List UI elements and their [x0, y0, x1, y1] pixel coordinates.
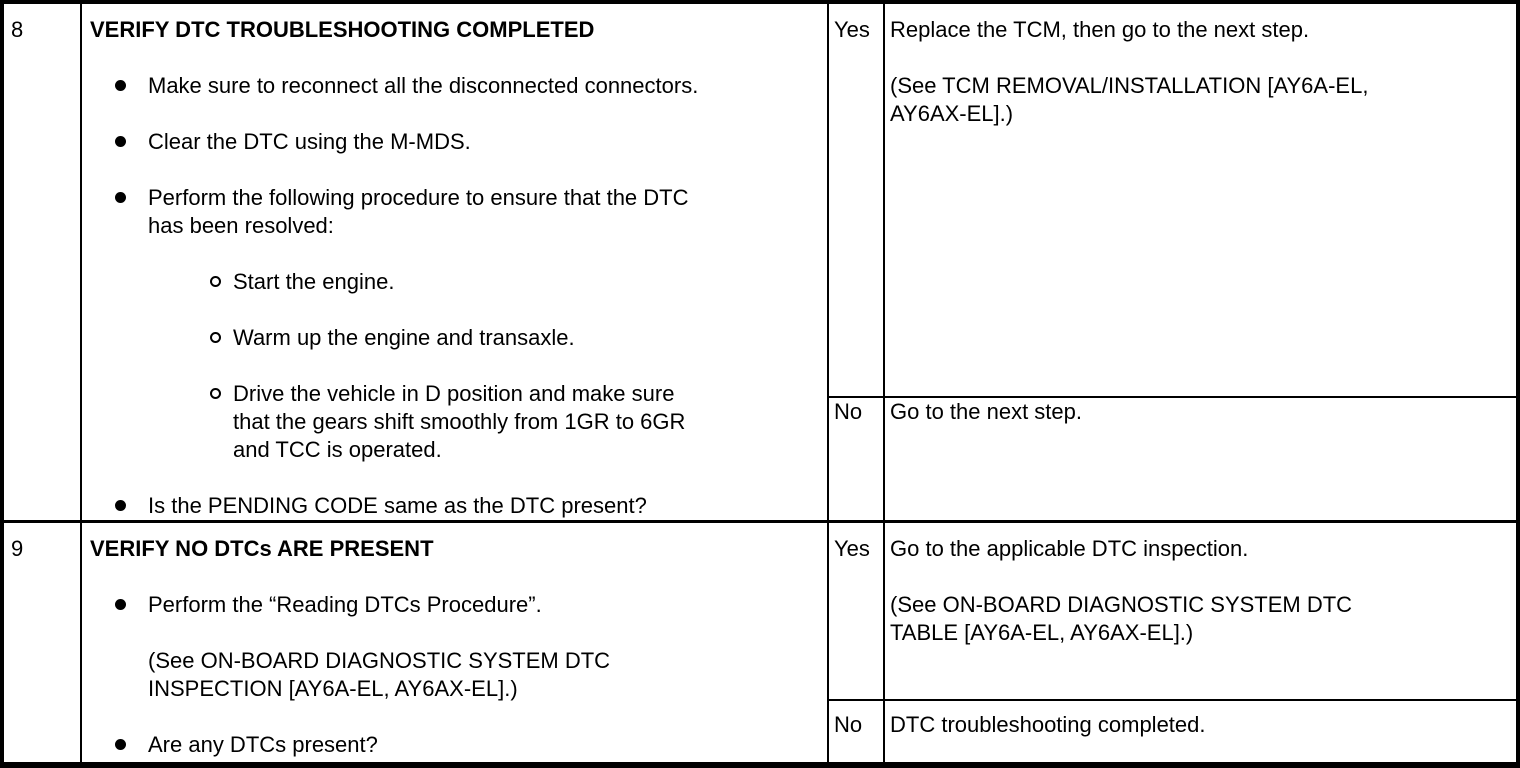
sub-bullet-text: Drive the vehicle in D position and make…: [233, 381, 686, 462]
answer-cell: No: [829, 701, 885, 762]
filled-circle-bullet-icon: [115, 72, 148, 100]
step-number-cell: 9: [4, 523, 82, 762]
answer-cell: Yes: [829, 523, 885, 699]
bullet-item: Are any DTCs present?: [115, 731, 817, 759]
filled-circle-bullet-icon: [115, 128, 148, 156]
table-row-step-9: 9 VERIFY NO DTCs ARE PRESENT Perform the…: [4, 520, 1516, 762]
filled-circle-bullet-icon: [115, 731, 148, 759]
bullet-text: Clear the DTC using the M-MDS.: [148, 129, 471, 154]
bullet-item: Is the PENDING CODE same as the DTC pres…: [115, 492, 817, 520]
sub-bullet-item: Start the engine.: [210, 268, 817, 296]
procedure-cell: VERIFY NO DTCs ARE PRESENT Perform the “…: [82, 523, 829, 762]
open-circle-bullet-icon: [210, 268, 233, 296]
table-row-step-8: 8 VERIFY DTC TROUBLESHOOTING COMPLETED M…: [4, 4, 1516, 520]
sub-bullet-text: Warm up the engine and transaxle.: [233, 325, 575, 350]
action-text: Go to the applicable DTC inspection. (Se…: [890, 536, 1353, 645]
answer-label: Yes: [834, 17, 870, 42]
answer-cell: No: [829, 398, 885, 520]
filled-circle-bullet-icon: [115, 591, 148, 703]
bullet-text: Is the PENDING CODE same as the DTC pres…: [148, 493, 647, 518]
result-row-no: No DTC troubleshooting completed.: [829, 701, 1516, 762]
open-circle-bullet-icon: [210, 380, 233, 464]
bullet-text: Perform the following procedure to ensur…: [148, 185, 689, 238]
answer-label: No: [834, 712, 863, 737]
step-number: 8: [11, 17, 24, 42]
filled-circle-bullet-icon: [115, 184, 148, 240]
action-cell: Go to the applicable DTC inspection. (Se…: [885, 523, 1516, 699]
procedure-title: VERIFY NO DTCs ARE PRESENT: [90, 536, 434, 561]
sub-bullet-item: Drive the vehicle in D position and make…: [210, 380, 817, 464]
step-number: 9: [11, 536, 24, 561]
action-text: Go to the next step.: [890, 399, 1083, 424]
action-text: Replace the TCM, then go to the next ste…: [890, 17, 1369, 126]
bullet-text: Perform the “Reading DTCs Procedure”. (S…: [148, 592, 611, 701]
results-block: Yes Go to the applicable DTC inspection.…: [829, 523, 1516, 762]
filled-circle-bullet-icon: [115, 492, 148, 520]
answer-cell: Yes: [829, 4, 885, 396]
bullet-item: Clear the DTC using the M-MDS.: [115, 128, 817, 156]
action-cell: Go to the next step.: [885, 398, 1516, 520]
step-number-cell: 8: [4, 4, 82, 520]
sub-bullet-text: Start the engine.: [233, 269, 395, 294]
bullet-item: Perform the following procedure to ensur…: [115, 184, 817, 240]
result-row-no: No Go to the next step.: [829, 398, 1516, 520]
results-block: Yes Replace the TCM, then go to the next…: [829, 4, 1516, 520]
bullet-item: Perform the “Reading DTCs Procedure”. (S…: [115, 591, 817, 703]
procedure-title: VERIFY DTC TROUBLESHOOTING COMPLETED: [90, 17, 595, 42]
action-cell: DTC troubleshooting completed.: [885, 701, 1516, 762]
bullet-text: Are any DTCs present?: [148, 732, 378, 757]
bullet-item: Make sure to reconnect all the disconnec…: [115, 72, 817, 100]
action-text: DTC troubleshooting completed.: [890, 712, 1206, 737]
procedure-cell: VERIFY DTC TROUBLESHOOTING COMPLETED Mak…: [82, 4, 829, 520]
answer-label: Yes: [834, 536, 870, 561]
action-cell: Replace the TCM, then go to the next ste…: [885, 4, 1516, 396]
answer-label: No: [834, 399, 863, 424]
result-row-yes: Yes Go to the applicable DTC inspection.…: [829, 523, 1516, 701]
sub-bullet-item: Warm up the engine and transaxle.: [210, 324, 817, 352]
open-circle-bullet-icon: [210, 324, 233, 352]
bullet-text: Make sure to reconnect all the disconnec…: [148, 73, 699, 98]
result-row-yes: Yes Replace the TCM, then go to the next…: [829, 4, 1516, 398]
